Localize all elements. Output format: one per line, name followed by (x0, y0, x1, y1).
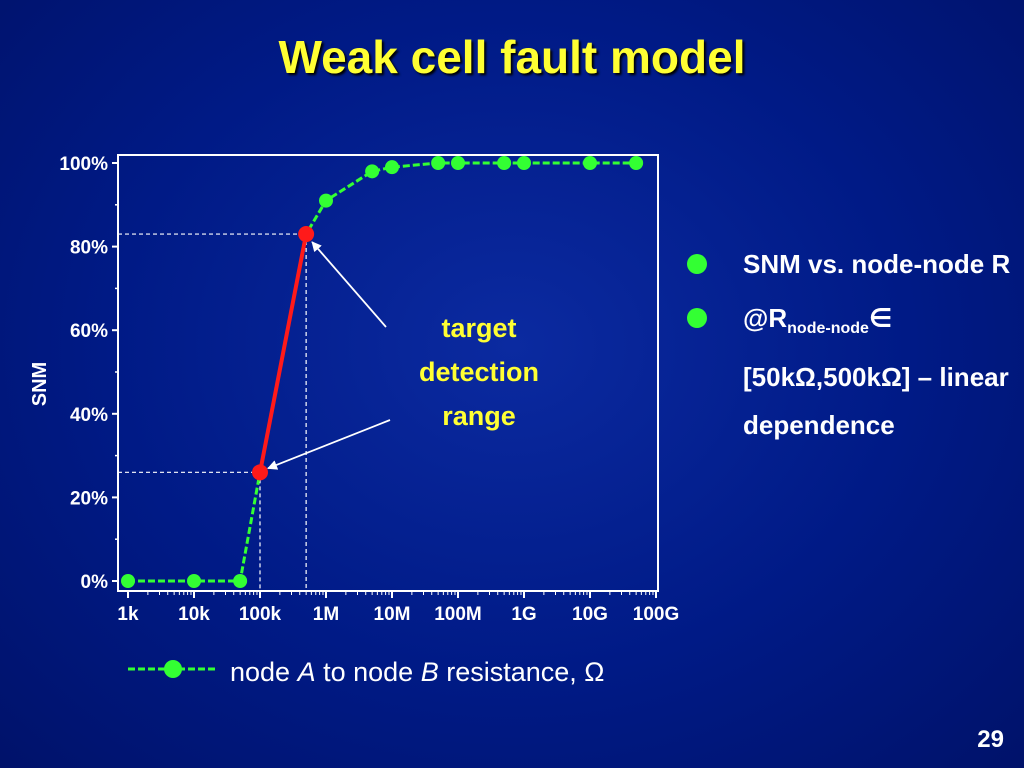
chart-legend: node A to node B resistance, Ω (128, 657, 604, 687)
data-point (497, 156, 512, 170)
highlight-segment (258, 233, 309, 473)
x-tick-label: 10k (178, 604, 210, 625)
legend-label-part: to node (316, 657, 421, 687)
x-tick-label: 1G (511, 604, 536, 625)
y-tick-label: 100% (59, 154, 108, 175)
range-guides (118, 233, 307, 591)
x-tick-label: 100M (434, 604, 482, 625)
legend-marker (164, 660, 182, 678)
x-tick-label: 10M (374, 604, 411, 625)
data-point (121, 574, 135, 588)
y-tick-label: 0% (81, 572, 109, 593)
bullet-dot (687, 254, 707, 274)
x-tick-label: 1M (313, 604, 339, 625)
slide-title: Weak cell fault model (278, 31, 746, 83)
x-tick-label: 100k (239, 604, 282, 625)
legend-label-part: resistance, (439, 657, 585, 687)
x-axis: 1k 10k 100k 1M 10M 100M 1G 10G 100G (117, 591, 679, 625)
legend-label: node A to node B resistance, Ω (230, 657, 604, 687)
x-tick-label: 100G (633, 604, 679, 625)
highlight-point-high (298, 226, 315, 243)
bullet-dot (687, 308, 707, 328)
legend-label-part: Ω (584, 657, 604, 687)
y-tick-label: 40% (70, 405, 108, 426)
data-point (583, 156, 597, 170)
data-point (385, 160, 399, 175)
legend-label-part: A (296, 657, 316, 687)
page-number: 29 (977, 726, 1004, 753)
plot-frame (117, 154, 659, 592)
element-of-symbol: ∈ (868, 303, 893, 333)
annotation-arrow-low (267, 419, 391, 470)
bullet-text: [50kΩ,500kΩ] – linear dependence (743, 362, 1009, 440)
series-polyline (128, 161, 637, 583)
bullet-item-1: SNM vs. node-node R (683, 240, 1013, 288)
y-tick-label: 60% (70, 321, 108, 342)
y-tick-label: 20% (70, 488, 108, 509)
bullet-subscript: node-node (787, 320, 869, 337)
data-point (517, 156, 531, 170)
bullet-list: SNM vs. node-node R @Rnode-node∈ [50kΩ,5… (683, 240, 1013, 455)
y-axis-label: SNM (29, 362, 51, 406)
annotation-line: range (442, 401, 516, 431)
y-axis: 0% 20% 40% 60% 80% 100% (59, 154, 118, 593)
legend-label-part: node (230, 657, 298, 687)
data-point (233, 574, 248, 588)
bullet-prefix: @R (743, 303, 788, 333)
data-point (187, 574, 201, 588)
data-point (431, 156, 446, 170)
annotation-arrow-high (311, 241, 387, 328)
legend-label-part: B (421, 657, 439, 687)
series-line (121, 156, 644, 588)
bullet-item-2: @Rnode-node∈ [50kΩ,500kΩ] – linear depen… (683, 294, 1013, 449)
y-tick-label: 80% (70, 238, 108, 259)
data-point (629, 156, 644, 170)
annotation-line: detection (419, 357, 539, 387)
annotation-line: target (441, 313, 516, 343)
bullet-text: SNM vs. node-node R (743, 249, 1011, 279)
x-tick-label: 10G (572, 604, 608, 625)
data-point (319, 193, 333, 208)
data-point (451, 156, 465, 170)
target-range-highlight (252, 226, 315, 481)
annotation: target detection range (267, 241, 539, 470)
highlight-point-low (252, 464, 268, 481)
x-tick-label: 1k (117, 604, 139, 625)
data-point (365, 164, 380, 179)
